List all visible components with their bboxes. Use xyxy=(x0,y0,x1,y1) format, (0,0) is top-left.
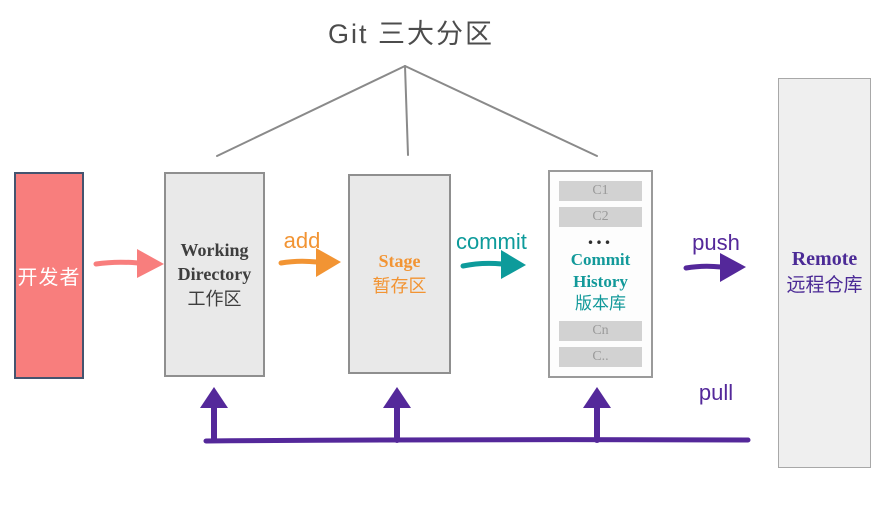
push-arrow-head xyxy=(720,253,746,282)
pull-head-history xyxy=(583,387,611,408)
pull-label: pull xyxy=(698,380,734,405)
pull-head-stage xyxy=(383,387,411,408)
fan-line-middle xyxy=(404,65,409,156)
remote-box: Remote 远程仓库 xyxy=(778,78,871,468)
remote-subtitle: 远程仓库 xyxy=(786,275,863,296)
add-arrow-shaft xyxy=(278,258,320,266)
pull-line-horizontal xyxy=(203,437,751,444)
developer-label: 开发者 xyxy=(17,267,81,289)
push-arrow xyxy=(683,253,746,282)
commit-bar-cn: Cn xyxy=(559,321,642,341)
developer-arrow-shaft xyxy=(93,259,141,267)
developer-arrow-head xyxy=(137,249,164,278)
commit-history-subtitle: 版本库 xyxy=(574,294,626,313)
developer-box: 开发者 xyxy=(14,172,84,379)
remote-title: Remote xyxy=(791,248,858,270)
working-directory-box: Working Directory 工作区 xyxy=(164,172,265,377)
commit-history-title-line1: Commit xyxy=(570,250,631,269)
fan-lines xyxy=(216,65,598,157)
commit-history-title-line2: History xyxy=(573,272,628,291)
push-label: push xyxy=(692,230,740,255)
pull-head-working xyxy=(200,387,228,408)
stage-subtitle: 暂存区 xyxy=(372,276,427,296)
pull-line xyxy=(200,387,751,444)
working-directory-subtitle: 工作区 xyxy=(187,288,242,309)
commit-bar-c2: C2 xyxy=(559,207,642,227)
commit-ellipsis: ... xyxy=(587,224,614,249)
commit-bar-c1: C1 xyxy=(559,181,642,201)
stage-box: Stage 暂存区 xyxy=(348,174,451,374)
commit-history-box: C1 C2 ... Commit History 版本库 Cn C.. xyxy=(548,170,653,378)
commit-label: commit xyxy=(456,229,527,254)
push-arrow-shaft xyxy=(683,263,724,271)
commit-bar-cdot: C.. xyxy=(559,347,642,367)
commit-arrow-shaft xyxy=(460,260,505,269)
add-label: add xyxy=(283,228,321,253)
diagram-title: Git 三大分区 xyxy=(327,19,494,49)
fan-line-left xyxy=(216,65,406,157)
stage-title: Stage xyxy=(378,251,421,271)
fan-line-right xyxy=(404,65,598,157)
working-directory-title: Working Directory xyxy=(177,239,252,284)
developer-arrow xyxy=(93,249,164,278)
